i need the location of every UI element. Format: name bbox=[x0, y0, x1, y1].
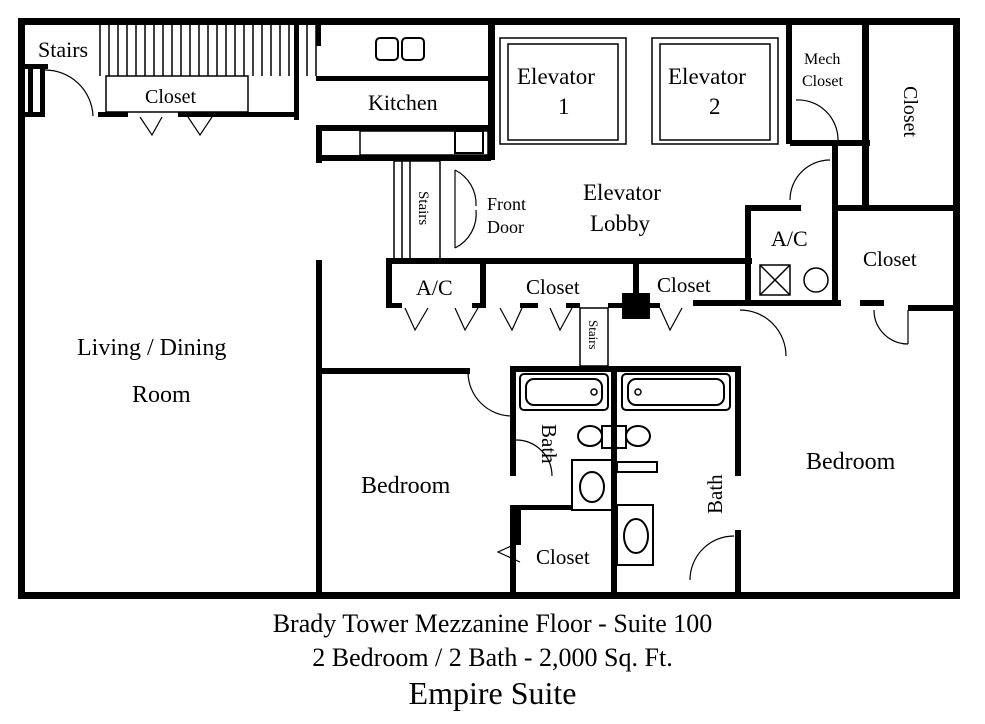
label-ac-hall: A/C bbox=[416, 275, 453, 300]
label-kitchen: Kitchen bbox=[368, 90, 438, 115]
interior-walls bbox=[18, 24, 958, 596]
label-closet-vertical: Closet bbox=[899, 86, 921, 138]
label-stairs-mid: Stairs bbox=[415, 191, 431, 225]
floor-plan: Stairs Closet Kitchen Elevator 1 Elevato… bbox=[18, 18, 960, 599]
stairs-top-treads bbox=[99, 25, 317, 76]
label-closet-right: Closet bbox=[863, 247, 917, 271]
kitchen-fixtures bbox=[359, 37, 489, 156]
label-mech: Mech bbox=[804, 51, 840, 68]
ac-unit bbox=[759, 264, 829, 296]
label-elevator-lobby: Elevator bbox=[583, 180, 661, 205]
doors bbox=[44, 69, 909, 581]
label-closet-hall-1: Closet bbox=[526, 275, 580, 299]
bath-fixtures bbox=[519, 373, 731, 566]
label-stairs-top: Stairs bbox=[38, 37, 88, 62]
label-closet-entry: Closet bbox=[145, 86, 197, 108]
label-bath-right: Bath bbox=[703, 474, 727, 514]
label-ac-lobby: A/C bbox=[771, 226, 808, 251]
caption-title: Brady Tower Mezzanine Floor - Suite 100 bbox=[272, 609, 713, 638]
label-elevator-1: Elevator bbox=[517, 64, 595, 89]
label-closet-bedroom: Closet bbox=[536, 545, 590, 569]
label-front-door-2: Door bbox=[487, 217, 524, 237]
label-mech-closet: Closet bbox=[802, 73, 843, 90]
label-elevator-2: Elevator bbox=[668, 64, 746, 89]
label-elevator-lobby-2: Lobby bbox=[590, 211, 651, 236]
label-living-room: Room bbox=[132, 382, 191, 408]
label-elevator-2-num: 2 bbox=[709, 94, 721, 119]
caption-subtitle: 2 Bedroom / 2 Bath - 2,000 Sq. Ft. bbox=[312, 643, 673, 672]
entry-closet-box bbox=[105, 75, 249, 113]
caption-suite-name: Empire Suite bbox=[408, 675, 577, 711]
label-stairs-small: Stairs bbox=[586, 320, 601, 350]
label-bedroom-right: Bedroom bbox=[806, 449, 896, 475]
label-front-door: Front bbox=[487, 194, 526, 214]
label-closet-hall-2: Closet bbox=[657, 273, 711, 297]
label-bath-left: Bath bbox=[537, 424, 561, 464]
stairs-small-treads bbox=[579, 307, 609, 367]
elevator-shafts bbox=[499, 37, 779, 145]
label-bedroom-left: Bedroom bbox=[361, 473, 451, 499]
label-living-dining: Living / Dining bbox=[77, 335, 226, 361]
stairs-mid-treads bbox=[393, 160, 441, 261]
label-elevator-1-num: 1 bbox=[558, 94, 570, 119]
